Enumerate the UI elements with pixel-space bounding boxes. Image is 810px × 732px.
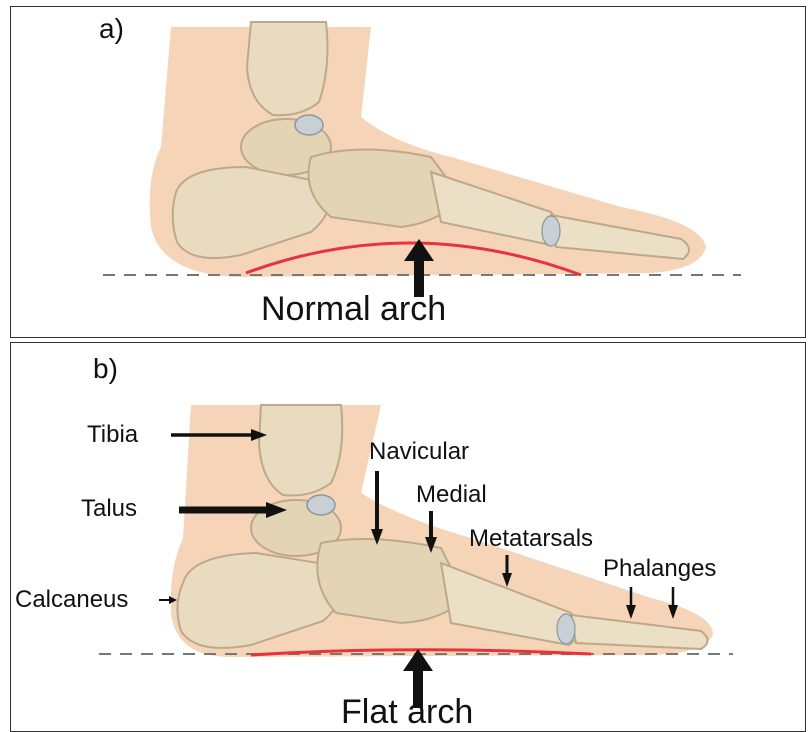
tibia-bone <box>247 22 327 115</box>
calcaneus-label: Calcaneus <box>15 586 128 614</box>
tibia-label: Tibia <box>87 421 138 449</box>
navicular-label: Navicular <box>369 438 469 466</box>
normal-foot-illustration <box>11 7 806 338</box>
phalanges-label: Phalanges <box>603 555 716 583</box>
fibula-tip <box>295 115 323 135</box>
medial-label: Medial <box>416 481 487 509</box>
panel-a-normal-arch: a) Normal arch <box>10 6 806 338</box>
metatarsals-label: Metatarsals <box>469 525 593 553</box>
flat-arch-caption: Flat arch <box>341 693 473 732</box>
panel-b-flat-arch: b) Tibia Talus Calcaneus Navicular Media… <box>10 342 806 732</box>
tibia-bone <box>259 405 342 496</box>
panel-a-label: a) <box>99 13 124 45</box>
panel-b-label: b) <box>93 353 118 385</box>
joint-cartilage <box>542 216 560 246</box>
normal-arch-caption: Normal arch <box>261 290 446 329</box>
talus-label: Talus <box>81 495 137 523</box>
fibula-tip <box>307 495 335 515</box>
joint-cartilage <box>557 614 575 644</box>
flat-foot-illustration <box>11 343 806 732</box>
